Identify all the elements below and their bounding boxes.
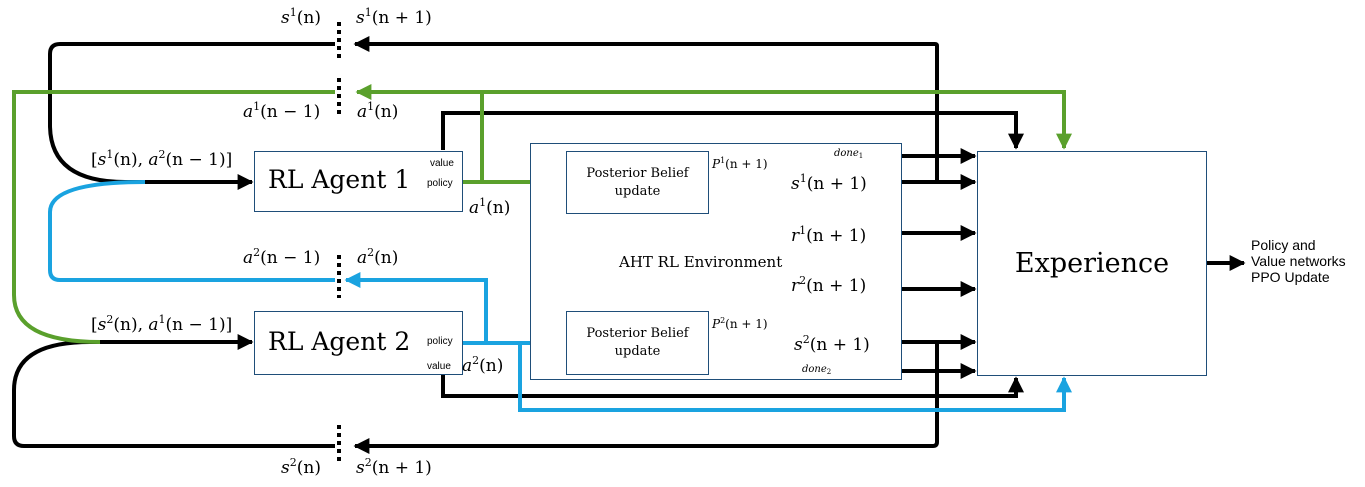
label-s1-n: s1(n) [281,6,321,28]
ppo-update-label: Policy and Value networks PPO Update [1251,237,1346,285]
ppo-line3: PPO Update [1251,269,1330,285]
ppo-line2: Value networks [1251,253,1346,269]
belief2-box[interactable]: Posterior Belief update [566,311,709,375]
experience-title: Experience [1014,248,1170,279]
s2-feedback-line [353,342,939,454]
label-agent1-input: [s1(n), a2(n − 1)] [91,148,233,170]
label-s1-n-plus-1-top: s1(n + 1) [356,6,432,28]
agent1-port-value: value [430,158,454,169]
label-r1-n-plus-1: r1(n + 1) [791,224,867,246]
belief2-line2: update [614,344,661,359]
label-s2-n-plus-1-env: s2(n + 1) [794,333,870,355]
agent2-value-line [441,374,1024,398]
a2-prev-to-agent1-line [48,180,335,282]
label-a1-n-top: a1(n) [357,100,399,122]
label-done2: done2 [802,364,832,376]
a2-up-to-separator [344,272,488,343]
label-a1-n-side: a1(n) [469,196,511,218]
label-r2-n-plus-1: r2(n + 1) [791,274,867,296]
label-agent2-input: [s2(n), a1(n − 1)] [91,313,233,335]
belief2-line1: Posterior Belief [586,326,689,342]
label-a1-n-minus-1: a1(n − 1) [243,100,321,122]
s1-to-agent1-line [48,42,335,190]
label-a2-n-minus-1: a2(n − 1) [243,246,321,268]
agent2-box[interactable]: RL Agent 2 policy value [254,311,463,375]
a1-prev-to-agent2-line [12,90,335,344]
a2-to-experience-line [518,343,1072,412]
label-s2-n-plus-1-bottom: s2(n + 1) [356,456,432,478]
s1-feedback-line [353,36,939,182]
agent2-port-value: value [427,361,451,372]
ppo-line1: Policy and [1251,237,1316,253]
belief1-line2: update [614,183,661,199]
label-s1-n-plus-1-env: s1(n + 1) [791,172,867,194]
label-P2: P2(n + 1) [712,316,768,331]
belief1-box[interactable]: Posterior Belief update [566,151,709,214]
agent2-port-policy: policy [427,336,453,347]
s2-to-agent2-line [12,334,335,448]
belief1-line1: Posterior Belief [586,165,689,181]
label-s2-n: s2(n) [281,456,321,478]
agent1-title: RL Agent 1 [268,165,411,194]
agent1-port-policy: policy [427,178,453,189]
experience-box[interactable]: Experience [977,151,1207,376]
label-a2-n-side: a2(n) [462,354,504,376]
agent2-title: RL Agent 2 [268,327,411,356]
label-P1: P1(n + 1) [712,156,768,171]
agent1-value-line [441,111,1024,150]
environment-title: AHT RL Environment [619,253,783,271]
label-done1: done1 [834,148,864,160]
a1-to-experience-line [482,90,1072,150]
label-a2-n-top: a2(n) [357,246,399,268]
agent1-box[interactable]: RL Agent 1 value policy [254,151,463,212]
